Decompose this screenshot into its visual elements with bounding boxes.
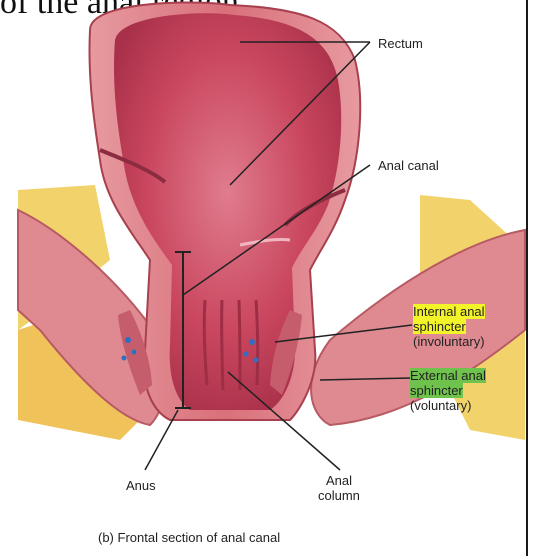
vessel-dot (254, 358, 259, 363)
label-external-line1: External anal (410, 368, 486, 383)
label-external-line2: sphincter (410, 383, 463, 398)
label-anal-column-line2: column (318, 488, 360, 503)
anal-column-4 (256, 300, 258, 385)
anal-column-3 (239, 300, 240, 390)
vessel-dot (132, 350, 137, 355)
label-internal-line3: (involuntary) (413, 334, 485, 349)
label-anal-canal: Anal canal (378, 158, 439, 173)
vessel-dot (244, 352, 249, 357)
figure-caption: (b) Frontal section of anal canal (98, 530, 280, 545)
label-internal-line2: sphincter (413, 319, 466, 334)
right-edge-rule (526, 0, 528, 556)
label-internal-line1: Internal anal (413, 304, 485, 319)
label-anal-column: Anal column (318, 473, 360, 503)
vessel-dot (249, 339, 255, 345)
label-internal-sphincter: Internal anal sphincter (involuntary) (413, 304, 485, 349)
label-rectum: Rectum (378, 36, 423, 51)
vessel-dot (122, 356, 127, 361)
label-anus: Anus (126, 478, 156, 493)
label-external-sphincter: External anal sphincter (voluntary) (410, 368, 486, 413)
label-external-line3: (voluntary) (410, 398, 471, 413)
label-anal-column-line1: Anal (326, 473, 352, 488)
anal-column-2 (222, 300, 223, 390)
vessel-dot (125, 337, 131, 343)
